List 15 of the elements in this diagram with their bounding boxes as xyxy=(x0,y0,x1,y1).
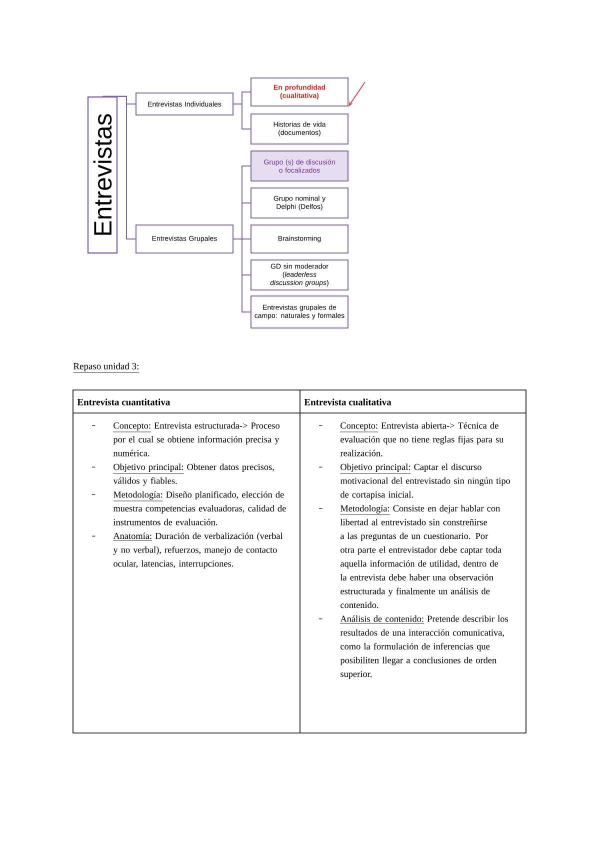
column-header: Entrevista cuantitativa xyxy=(77,398,170,406)
list-item: Concepto: Entrevista estructurada-> Proceso por el cual se obtiene información precisa y numérica. xyxy=(92,422,280,456)
connector-line xyxy=(233,238,251,312)
connector-line xyxy=(233,104,251,130)
list-item: Anatomía: Duración de verbalización (verbal y no verbal), refuerzos, manejo de contacto ocular, latencias, interrupciones. xyxy=(92,532,283,569)
list-item: Análisis de contenido: Pretende describir los resultados de una interacción comunicativa, como la formulación de inferencias que posibiliten llegar a conclusiones de orden superior. xyxy=(318,615,508,679)
section-heading: Repaso unidad 3: xyxy=(73,362,140,373)
column-header: Entrevista cualitativa xyxy=(304,398,392,406)
connector-line xyxy=(102,96,136,240)
category-box: Entrevistas xyxy=(87,96,118,254)
list-item: Metodología: Consiste en dejar hablar con libertad al entrevistado sin constreñirse a las preguntas de un cuestionario. Por otra parte el entrevistador debe captar toda aquella información de utilidad, dentro de la entrevista debe haber una observación estructurada y finalmente un análisis de contenido. xyxy=(318,505,502,608)
list-item: Concepto: Entrevista abierta-> Técnica de evaluación que no tiene reglas fijas para su realización. xyxy=(318,422,504,456)
list-item: Objetivo principal: Obtener datos precisos, válidos y fiables. xyxy=(92,464,274,486)
list-item: Objetivo principal: Captar el discurso motivacional del entrevistado sin ningún tipo de cortapisa inicial. xyxy=(318,464,510,500)
list-item: Metodología: Diseño planificado, elección de muestra competencias evaluadoras, calidad de instrumentos de evaluación. xyxy=(92,491,286,526)
